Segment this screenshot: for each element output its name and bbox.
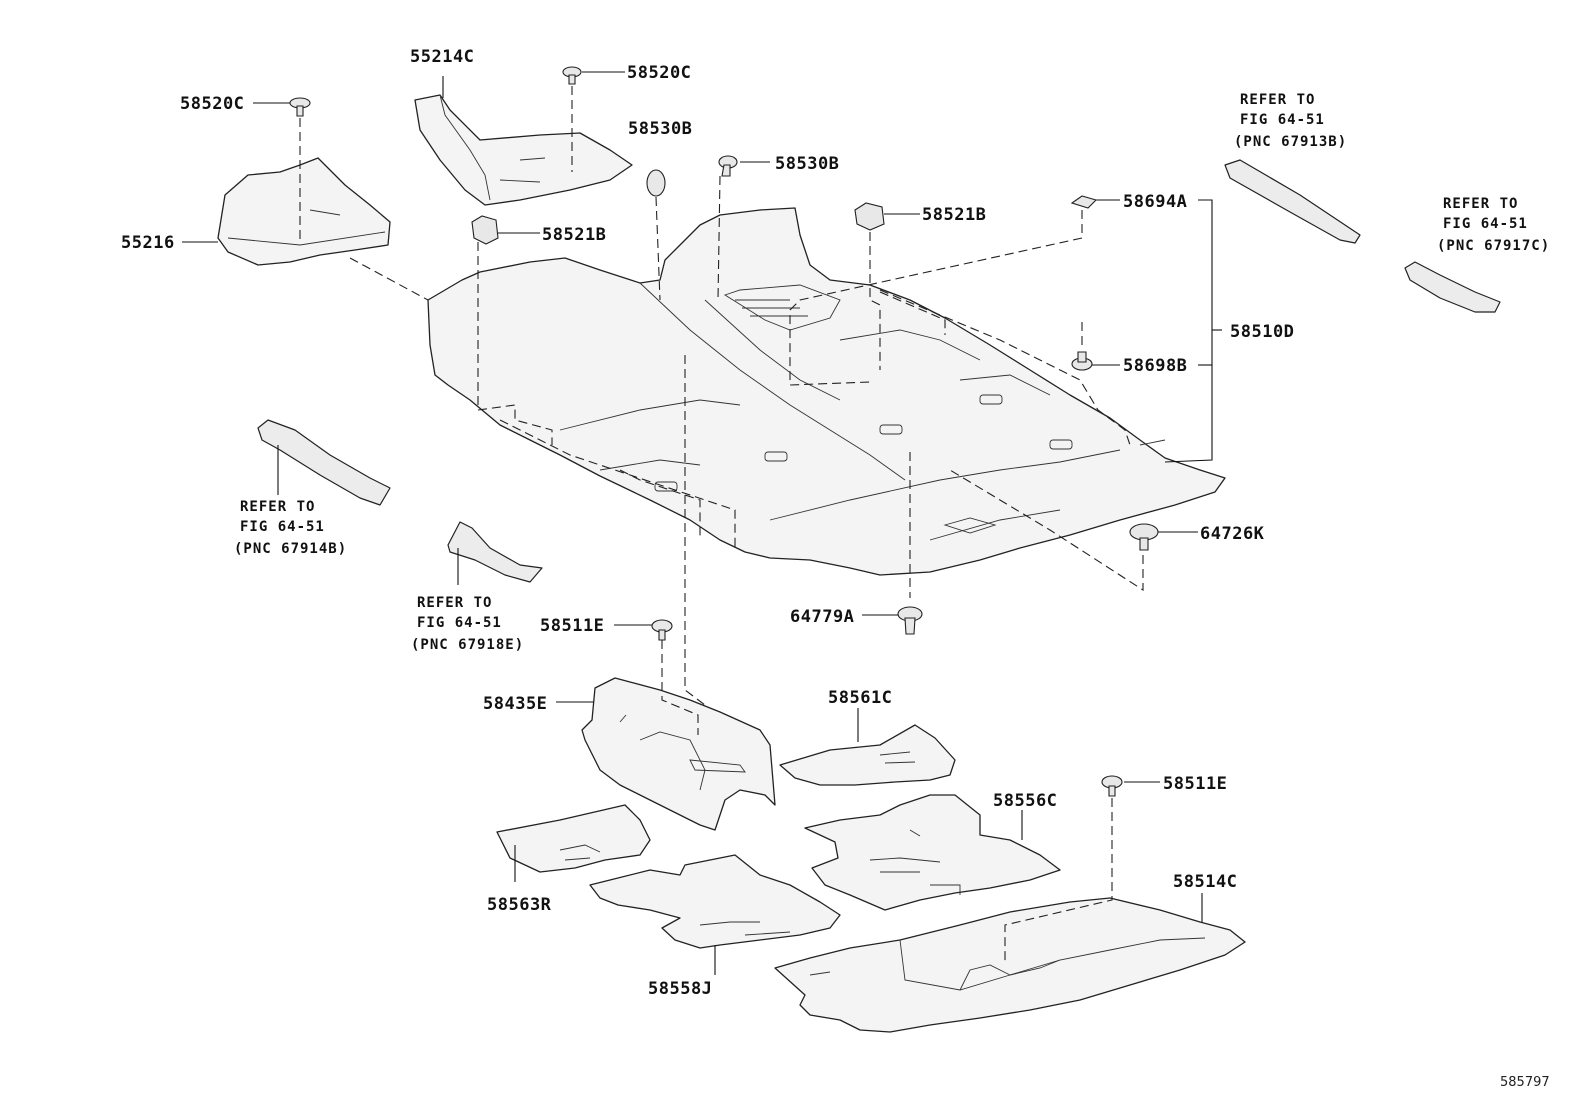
clip-58694A: [1070, 195, 1098, 209]
clip-58521B-b: [854, 202, 885, 231]
leader-lines: [182, 71, 1222, 975]
label-58514C: 58514C: [1173, 872, 1237, 892]
label-58520C-a: 58520C: [180, 94, 244, 114]
strip-67918E: [447, 521, 543, 583]
part-58556C: [804, 794, 1061, 911]
part-55216: [217, 157, 391, 266]
label-64779A: 64779A: [790, 607, 854, 627]
refer-line-2: FIG 64-51: [417, 615, 502, 631]
refer-note-67914B: REFER TO FIG 64-51 (PNC 67914B): [234, 499, 347, 557]
label-58694A: 58694A: [1123, 192, 1187, 212]
clip-58521B-a: [471, 215, 499, 245]
label-55214C: 55214C: [410, 47, 474, 67]
part-58435E: [581, 677, 776, 831]
part-number-labels: 55214C 58520C 58520C 58530B 58530B 55216…: [121, 47, 1294, 999]
refer-note-67917C: REFER TO FIG 64-51 (PNC 67917C): [1437, 196, 1550, 254]
refer-line-1: REFER TO: [417, 595, 492, 611]
floor-carpet-58510D: [427, 207, 1226, 576]
clip-64726K: [1129, 523, 1159, 551]
refer-line-1: REFER TO: [1443, 196, 1518, 212]
part-58558J: [589, 854, 841, 949]
label-55216: 55216: [121, 233, 175, 253]
refer-line-1: REFER TO: [240, 499, 315, 515]
clip-58530B-a: [646, 169, 666, 197]
strip-67914B: [257, 419, 391, 506]
clip-58520C-b: [562, 66, 582, 85]
label-58435E: 58435E: [483, 694, 547, 714]
label-58530B-a: 58530B: [628, 119, 692, 139]
label-58563R: 58563R: [487, 895, 552, 915]
clip-64779A: [897, 606, 923, 635]
refer-line-2: FIG 64-51: [240, 519, 325, 535]
clip-58511E-b: [1101, 775, 1123, 797]
strip-67917C: [1404, 261, 1501, 313]
label-58521B-b: 58521B: [922, 205, 986, 225]
clip-58511E-a: [651, 619, 673, 641]
figure-id: 585797: [1500, 1075, 1550, 1090]
label-58556C: 58556C: [993, 791, 1057, 811]
label-58698B: 58698B: [1123, 356, 1187, 376]
clip-58530B-b: [718, 155, 738, 177]
refer-note-67913B: REFER TO FIG 64-51 (PNC 67913B): [1234, 92, 1347, 150]
refer-line-3: (PNC 67918E): [411, 637, 524, 653]
refer-line-2: FIG 64-51: [1443, 216, 1528, 232]
part-58561C: [779, 724, 956, 786]
label-58530B-b: 58530B: [775, 154, 839, 174]
label-58558J: 58558J: [648, 979, 712, 999]
refer-line-1: REFER TO: [1240, 92, 1315, 108]
assembly-lines: [299, 86, 1144, 965]
label-58511E-b: 58511E: [1163, 774, 1227, 794]
strip-67913B: [1224, 159, 1361, 244]
part-58563R: [496, 804, 651, 873]
refer-note-67918E: REFER TO FIG 64-51 (PNC 67918E): [411, 595, 524, 653]
label-64726K: 64726K: [1200, 524, 1265, 544]
label-58510D: 58510D: [1230, 322, 1294, 342]
refer-line-3: (PNC 67917C): [1437, 238, 1550, 254]
part-58514C: [774, 897, 1246, 1033]
label-58511E-a: 58511E: [540, 616, 604, 636]
refer-line-3: (PNC 67914B): [234, 541, 347, 557]
label-58521B-a: 58521B: [542, 225, 606, 245]
clip-58698B: [1071, 351, 1093, 371]
refer-line-3: (PNC 67913B): [1234, 134, 1347, 150]
clip-58520C-a: [289, 97, 311, 117]
label-58561C: 58561C: [828, 688, 892, 708]
refer-line-2: FIG 64-51: [1240, 112, 1325, 128]
part-55214C: [414, 94, 633, 206]
label-58520C-b: 58520C: [627, 63, 691, 83]
